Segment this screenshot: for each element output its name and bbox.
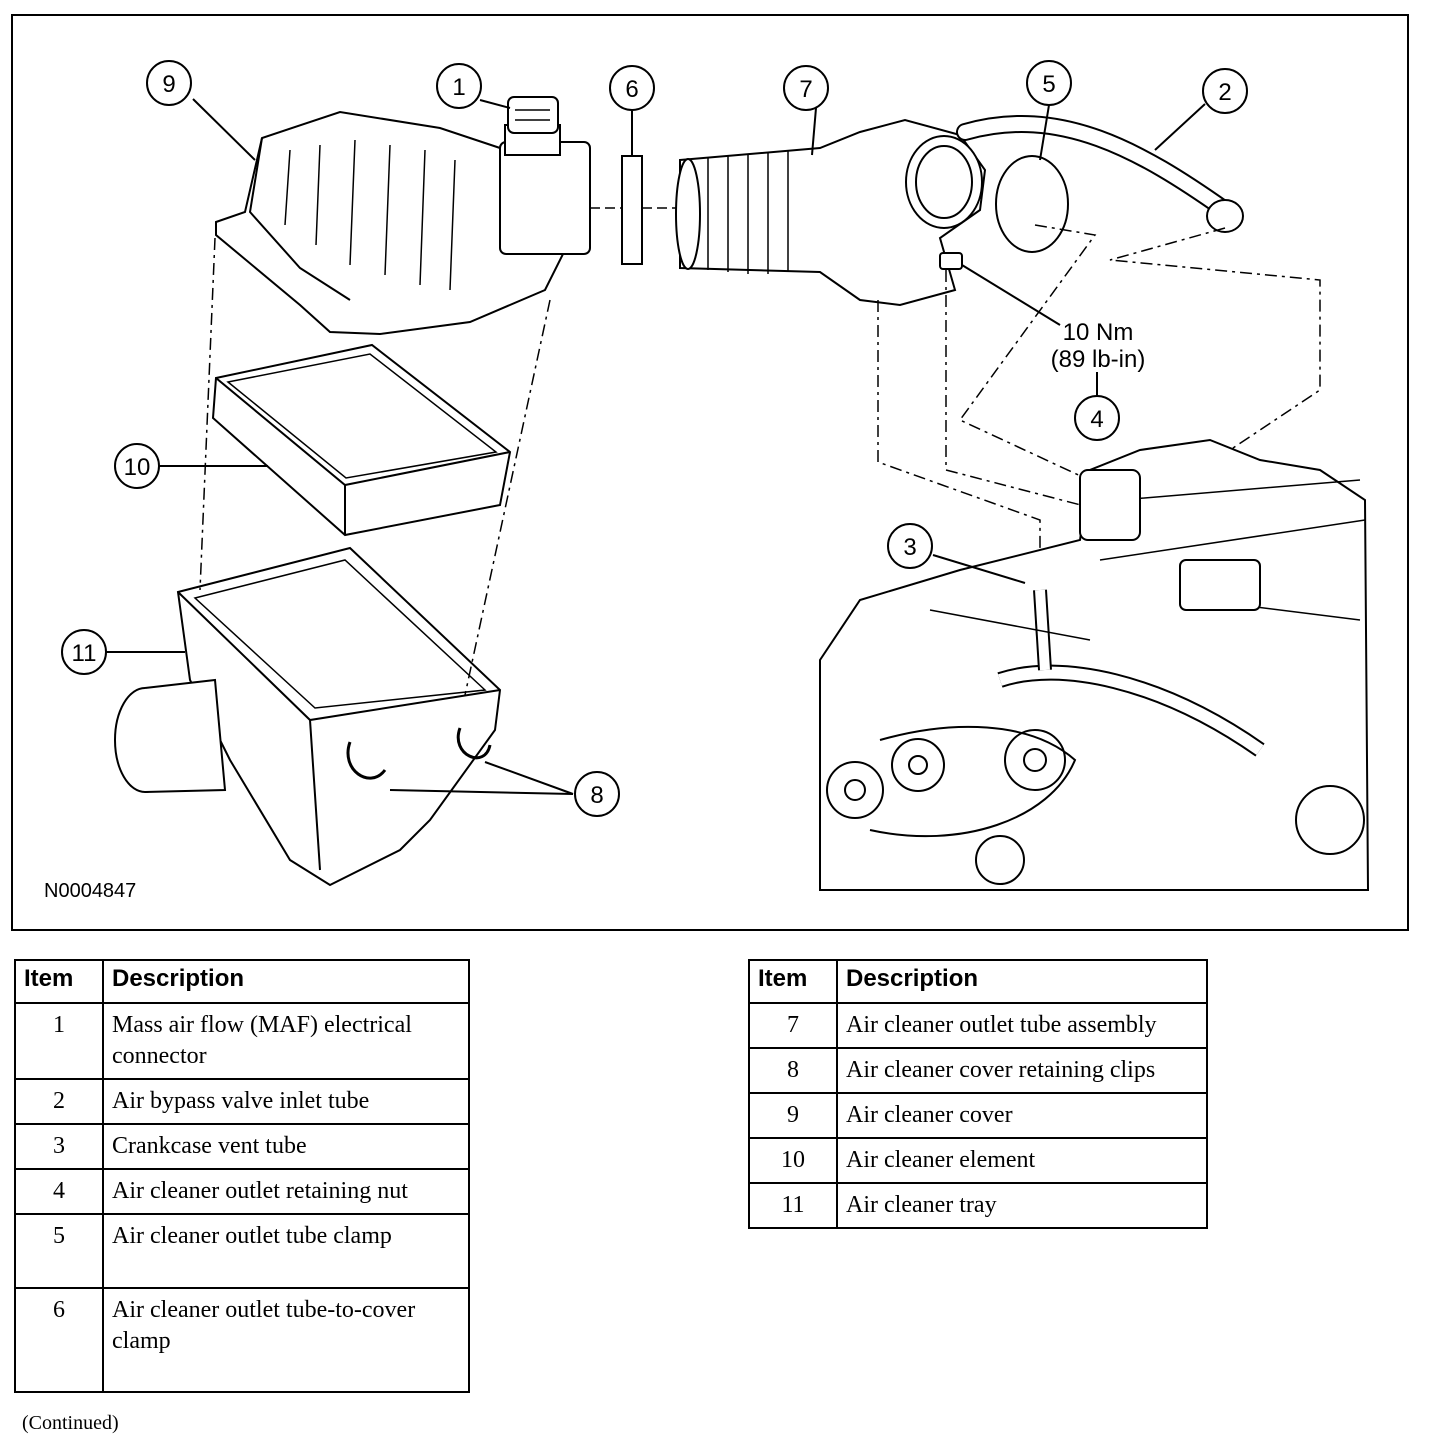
item-number: 9	[748, 1092, 838, 1139]
svg-text:2: 2	[1218, 79, 1231, 106]
svg-text:11: 11	[72, 640, 97, 667]
callout-3: 3	[887, 523, 933, 569]
svg-text:4: 4	[1090, 406, 1103, 433]
item-description: Mass air flow (MAF) electrical connector	[102, 1002, 470, 1080]
svg-text:6: 6	[625, 76, 638, 103]
air-cleaner-tray	[114, 546, 502, 887]
torque-spec-imperial: (89 lb-in)	[1051, 346, 1146, 373]
svg-text:8: 8	[590, 782, 603, 809]
item-description: Air cleaner outlet retaining nut	[102, 1168, 470, 1215]
callout-4: 4	[1074, 395, 1120, 441]
air-cleaner-element	[211, 343, 512, 537]
item-description: Air cleaner cover retaining clips	[836, 1047, 1208, 1094]
svg-text:9: 9	[162, 71, 175, 98]
item-number: 11	[748, 1182, 838, 1229]
exploded-parts-diagram: 9 1 6 7 5 2 4 3 10 11 8 10 Nm (89 lb-in)…	[11, 14, 1409, 931]
callout-8: 8	[574, 771, 620, 817]
callout-5: 5	[1026, 60, 1072, 106]
svg-text:10: 10	[124, 454, 151, 481]
item-number: 5	[14, 1213, 104, 1289]
item-description: Air cleaner outlet tube-to-cover clamp	[102, 1287, 470, 1393]
air-cleaner-cover	[215, 110, 591, 336]
torque-spec-metric: 10 Nm	[1063, 319, 1134, 346]
callout-1: 1	[436, 63, 482, 109]
item-description: Air bypass valve inlet tube	[102, 1078, 470, 1125]
engine-illustration	[819, 438, 1370, 891]
column-header-description: Description	[836, 959, 1208, 1004]
item-description: Air cleaner element	[836, 1137, 1208, 1184]
item-description: Air cleaner outlet tube assembly	[836, 1002, 1208, 1049]
svg-text:1: 1	[452, 74, 465, 101]
legend-header-row: Item Description	[748, 959, 1208, 1004]
item-number: 3	[14, 1123, 104, 1170]
item-number: 6	[14, 1287, 104, 1393]
maf-connector	[507, 96, 559, 134]
callout-2: 2	[1202, 68, 1248, 114]
callout-9: 9	[146, 60, 192, 106]
column-header-item: Item	[748, 959, 838, 1004]
leader-lines	[106, 98, 1206, 795]
callout-10: 10	[114, 443, 160, 489]
exploded-view-lines	[199, 224, 1321, 696]
item-number: 1	[14, 1002, 104, 1080]
item-number: 2	[14, 1078, 104, 1125]
svg-text:5: 5	[1042, 71, 1055, 98]
item-description: Air cleaner tray	[836, 1182, 1208, 1229]
item-description: Air cleaner outlet tube clamp	[102, 1213, 470, 1289]
item-number: 4	[14, 1168, 104, 1215]
outlet-tube-assembly	[675, 118, 987, 307]
legend-header-row: Item Description	[14, 959, 470, 1004]
item-number: 8	[748, 1047, 838, 1094]
item-description: Crankcase vent tube	[102, 1123, 470, 1170]
svg-text:3: 3	[903, 534, 916, 561]
column-header-item: Item	[14, 959, 104, 1004]
callout-11: 11	[61, 629, 107, 675]
column-header-description: Description	[102, 959, 470, 1004]
continued-note: (Continued)	[22, 1412, 119, 1434]
item-number: 10	[748, 1137, 838, 1184]
retaining-nut	[939, 252, 963, 270]
svg-text:7: 7	[799, 76, 812, 103]
callout-7: 7	[783, 65, 829, 111]
callout-6: 6	[609, 65, 655, 111]
item-number: 7	[748, 1002, 838, 1049]
outlet-tube-clamp	[995, 155, 1069, 253]
item-description: Air cleaner cover	[836, 1092, 1208, 1139]
tube-to-cover-clamp	[621, 155, 643, 265]
figure-id: N0004847	[44, 880, 136, 902]
